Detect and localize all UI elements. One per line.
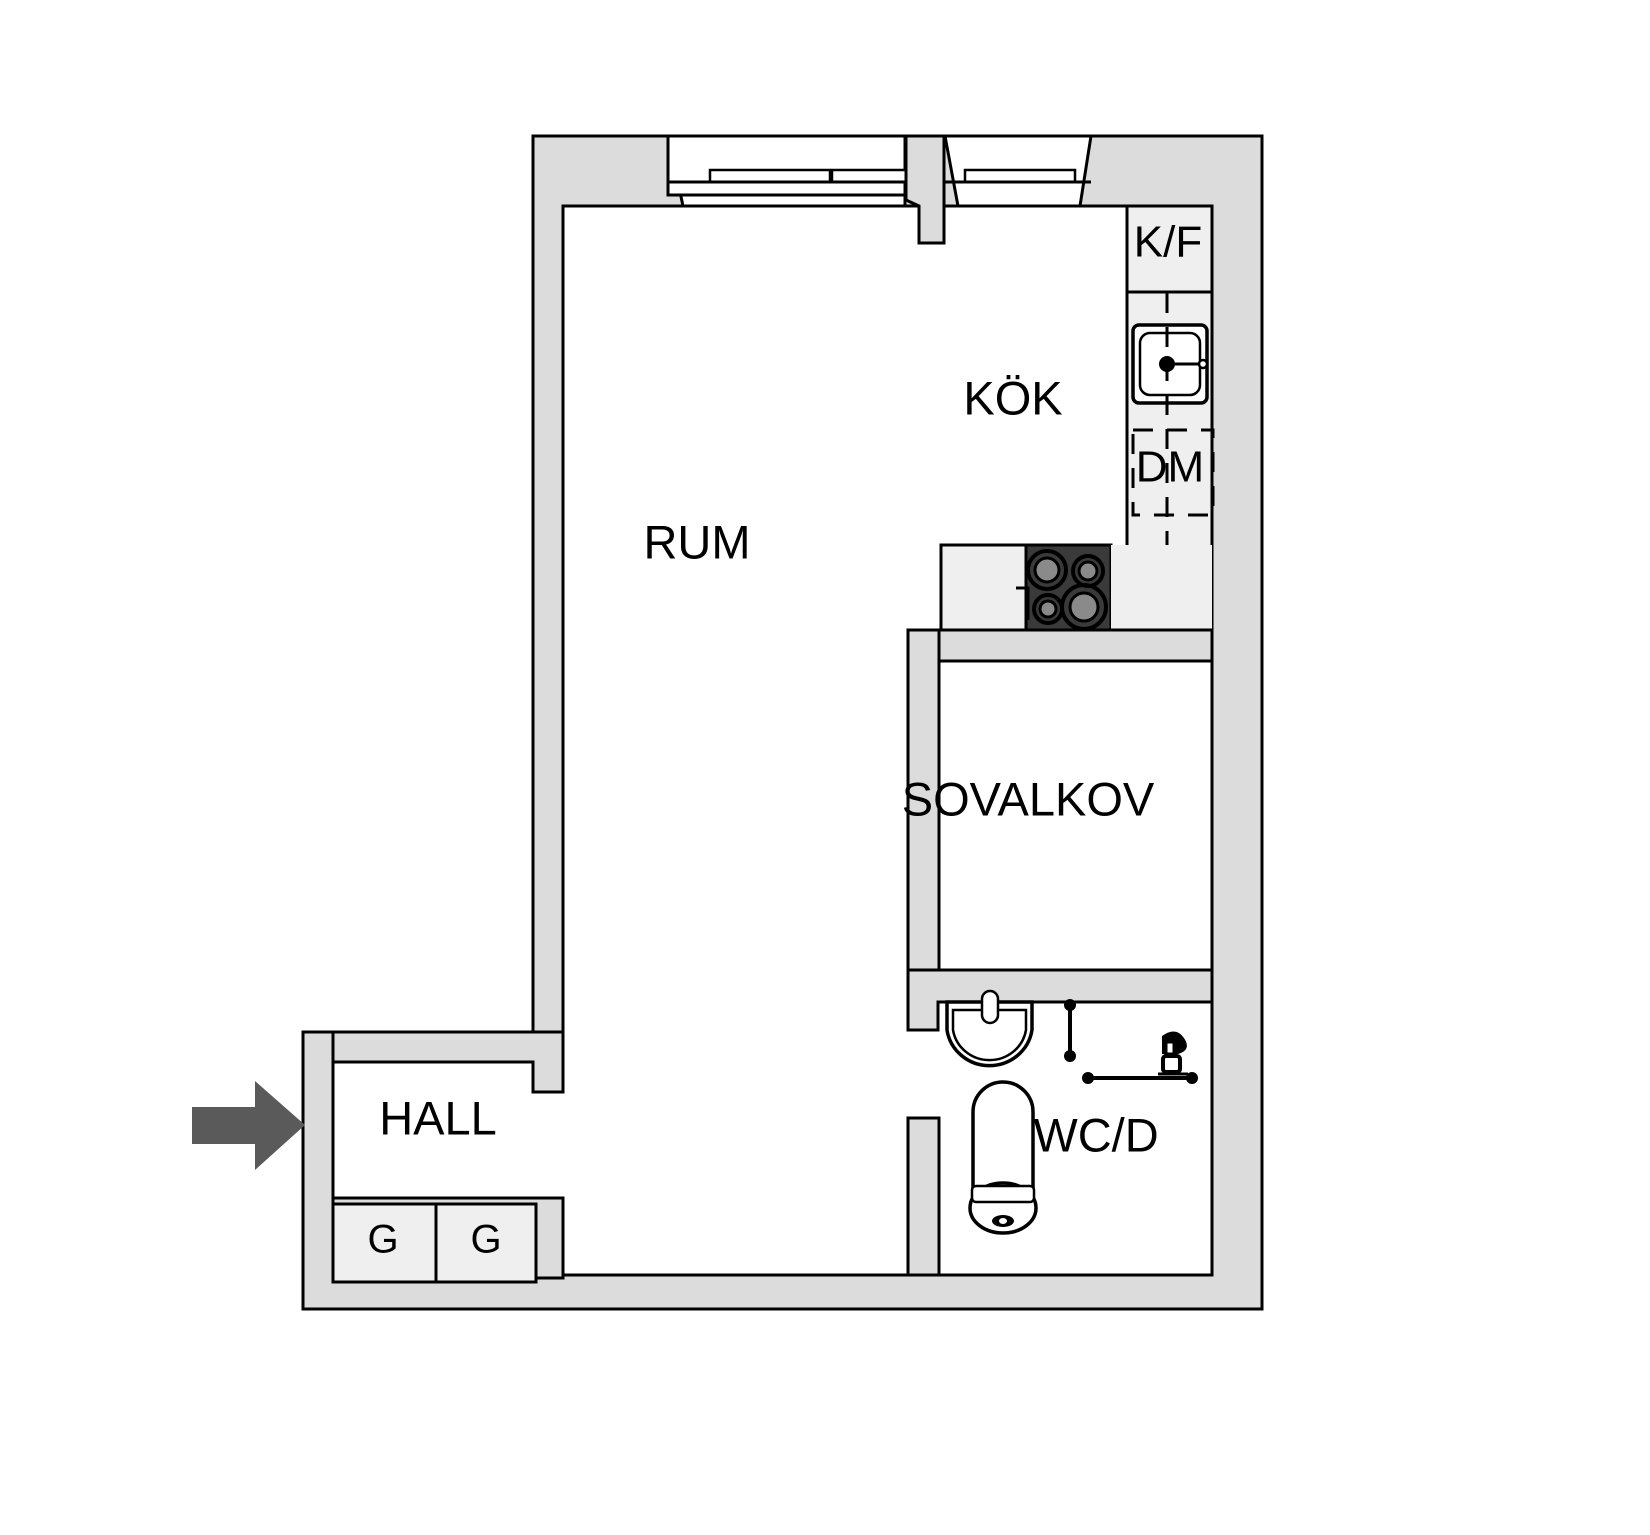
entry-arrow [192, 1081, 305, 1170]
dishwasher-outline [1131, 428, 1215, 517]
room-label-kf: K/F [1134, 218, 1202, 267]
window-double-pane-left [708, 168, 832, 184]
window-group [666, 134, 1093, 245]
room-label-hall: HALL [379, 1091, 497, 1144]
sovalkov-walls [906, 628, 941, 972]
kitchen-sink [1131, 323, 1209, 405]
room-label-kok: KÖK [963, 371, 1062, 424]
room-label-wcd: WC/D [1033, 1108, 1158, 1161]
closet-g1 [331, 1202, 438, 1284]
toilet [968, 1080, 1038, 1235]
hall-group [331, 1030, 565, 1284]
window-single-pane [963, 168, 1077, 184]
kitchen-counter-right [1111, 545, 1212, 630]
wcd-left-wall [906, 1116, 941, 1277]
window-double-reveal [666, 134, 907, 197]
stove-cooktop [1016, 543, 1113, 632]
kitchen-sovalkov-divider-wall [908, 628, 1214, 663]
bathroom-group [906, 968, 1214, 1277]
towel-rail-horizontal [1082, 1072, 1198, 1084]
sovalkov-left-wall [906, 628, 941, 972]
room-label-rum: RUM [643, 515, 750, 568]
hall-upper-wall [331, 1030, 565, 1094]
room-labels: RUM KÖK K/F DM SOVALKOV WC/D HALL G G [367, 218, 1204, 1262]
bathroom-washbasin [945, 989, 1034, 1068]
closet-g2 [434, 1202, 538, 1284]
kitchen-base-cabinet [939, 543, 1028, 632]
room-label-dm: DM [1136, 443, 1204, 492]
room-label-sovalkov: SOVALKOV [902, 772, 1155, 825]
wcd-top-wall [906, 968, 1214, 1032]
room-label-closet-2: G [470, 1218, 501, 1262]
shower-mixer [1158, 1031, 1188, 1076]
room-label-closet-1: G [367, 1218, 398, 1262]
towel-rail-vertical [1064, 999, 1076, 1062]
kitchen-group [908, 204, 1215, 663]
